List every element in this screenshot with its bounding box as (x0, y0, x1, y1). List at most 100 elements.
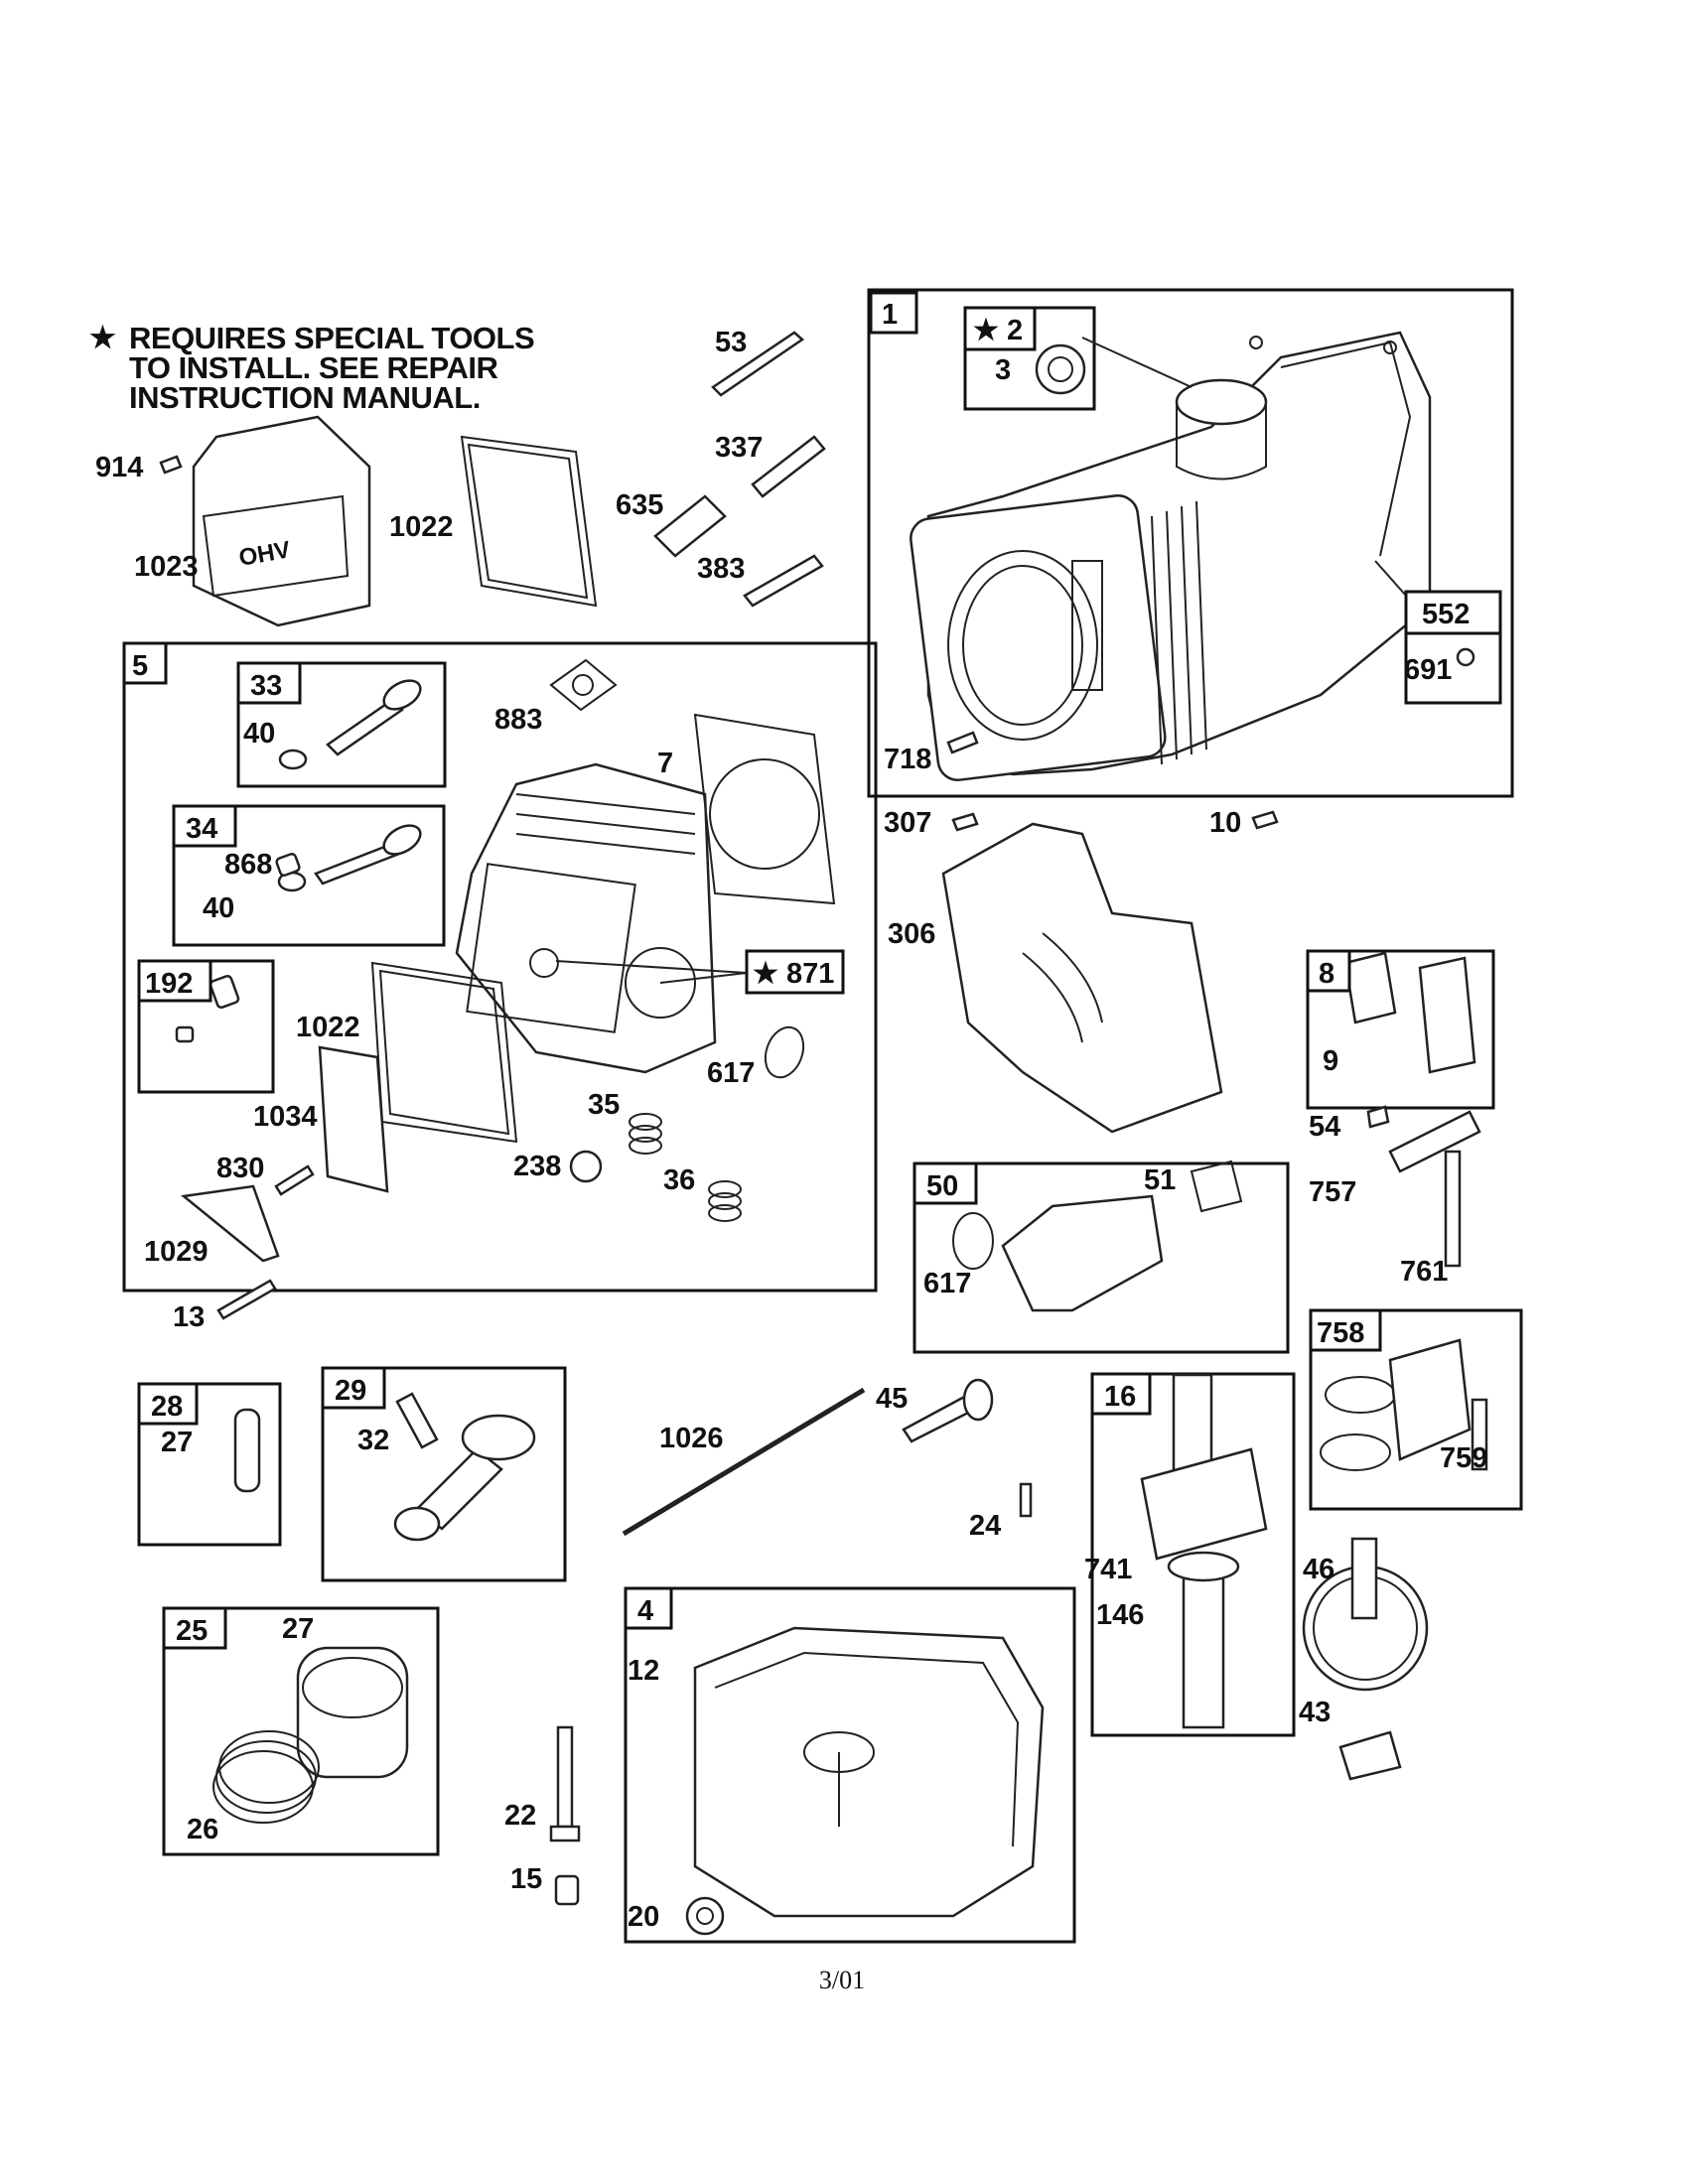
label-35: 35 (588, 1089, 620, 1121)
label-27-b: 27 (282, 1613, 314, 1645)
svg-text:28: 28 (151, 1391, 183, 1423)
label-1026: 1026 (659, 1423, 724, 1454)
page-footer-date: 3/01 (818, 1966, 866, 1994)
svg-text:1: 1 (882, 299, 898, 331)
cylinder-block-drawing (910, 331, 1432, 781)
svg-text:5: 5 (132, 650, 148, 682)
special-tools-note: ★ REQUIRES SPECIAL TOOLS TO INSTALL. SEE… (89, 321, 535, 413)
svg-text:192: 192 (145, 968, 193, 1000)
label-1023: 1023 (134, 551, 199, 583)
sump-frame-4 (624, 1586, 1076, 1944)
label-12: 12 (628, 1655, 659, 1687)
label-27-a: 27 (161, 1427, 193, 1458)
valve-frame-34 (172, 804, 446, 947)
cylinder-group-frame (867, 288, 1514, 798)
tag-1: 1 (869, 291, 918, 335)
intake-manifold-drawing (952, 1160, 1243, 1312)
label-617-b: 617 (923, 1268, 971, 1299)
svg-text:552: 552 (1422, 599, 1470, 630)
label-337: 337 (715, 432, 763, 464)
star-icon: ★ (89, 322, 116, 354)
label-759: 759 (1440, 1442, 1487, 1474)
svg-text:4: 4 (637, 1595, 653, 1627)
camshaft-drawing (1302, 1537, 1429, 1692)
tag-16: 16 (1090, 1372, 1152, 1416)
piston-frame-25 (162, 1606, 440, 1856)
tag-5: 5 (122, 641, 168, 685)
tag-758: 758 (1309, 1308, 1382, 1352)
label-617-a: 617 (707, 1057, 755, 1089)
tag-34: 34 (172, 804, 237, 848)
svg-text:34: 34 (186, 813, 217, 845)
intake-frame-50 (912, 1161, 1290, 1354)
tag-28: 28 (137, 1382, 199, 1426)
label-20: 20 (628, 1901, 659, 1933)
spring-36-drawing (708, 1180, 742, 1222)
label-13: 13 (173, 1301, 205, 1333)
tag-8: 8 (1306, 949, 1351, 993)
tag-25: 25 (162, 1606, 227, 1650)
tag-552: 552 (1404, 590, 1502, 635)
rod-frame-29 (321, 1366, 567, 1582)
connecting-rod-drawing (393, 1414, 536, 1542)
svg-text:758: 758 (1317, 1317, 1364, 1349)
svg-text:25: 25 (176, 1615, 208, 1647)
governor-arm-drawing (1388, 1110, 1481, 1173)
tag-star-2: ★ 2 (963, 306, 1037, 351)
label-9: 9 (1323, 1045, 1338, 1077)
svg-text:8: 8 (1319, 958, 1334, 990)
label-24: 24 (969, 1510, 1001, 1542)
label-45: 45 (876, 1383, 908, 1415)
label-53: 53 (715, 327, 747, 358)
sump-drawing (693, 1626, 1045, 1918)
spring-35-drawing (629, 1113, 662, 1155)
label-26: 26 (187, 1814, 218, 1845)
breather-tube-drawing (711, 331, 805, 397)
gasket-1022-top-drawing (460, 435, 598, 608)
tag-star-871: ★ 871 (745, 949, 845, 995)
label-718: 718 (884, 744, 931, 775)
label-757: 757 (1309, 1176, 1356, 1208)
seal-3-drawing (1035, 343, 1086, 395)
valve-frame-33 (236, 661, 447, 788)
label-914: 914 (95, 452, 143, 483)
note-line-1: REQUIRES SPECIAL TOOLS (129, 321, 535, 355)
tag-29: 29 (321, 1366, 386, 1410)
breather-frame-8 (1306, 949, 1495, 1110)
air-shroud-drawing (941, 822, 1223, 1134)
bracket-758-drawing (1320, 1338, 1488, 1471)
cylinder-head-drawing (455, 762, 717, 1074)
label-46: 46 (1303, 1554, 1334, 1585)
svg-text:33: 33 (250, 670, 282, 702)
spark-plug-drawing (751, 435, 826, 498)
head-gasket-drawing (693, 713, 836, 905)
label-1022-lower: 1022 (296, 1012, 360, 1043)
tag-50: 50 (912, 1161, 978, 1205)
label-146: 146 (1096, 1599, 1144, 1631)
label-43: 43 (1299, 1697, 1331, 1728)
label-32: 32 (357, 1425, 389, 1456)
piston-drawing (212, 1646, 409, 1824)
label-238: 238 (513, 1151, 561, 1182)
label-40-b: 40 (203, 892, 234, 924)
label-1034: 1034 (253, 1101, 318, 1133)
label-307: 307 (884, 807, 931, 839)
label-691: 691 (1404, 654, 1452, 686)
crankshaft-drawing (1140, 1373, 1268, 1729)
cylinder-head-group-frame (122, 641, 878, 1293)
label-883: 883 (494, 704, 542, 736)
label-1029: 1029 (144, 1236, 209, 1268)
label-741: 741 (1084, 1554, 1132, 1585)
label-383: 383 (697, 553, 745, 585)
svg-text:16: 16 (1104, 1381, 1136, 1413)
svg-text:50: 50 (926, 1170, 958, 1202)
label-868: 868 (224, 849, 272, 881)
label-10: 10 (1209, 807, 1241, 839)
label-51: 51 (1144, 1164, 1176, 1196)
label-3: 3 (995, 354, 1011, 386)
label-22: 22 (504, 1800, 536, 1832)
label-1022-top: 1022 (389, 511, 454, 543)
tag-192: 192 (137, 959, 212, 1003)
svg-text:29: 29 (335, 1375, 366, 1407)
